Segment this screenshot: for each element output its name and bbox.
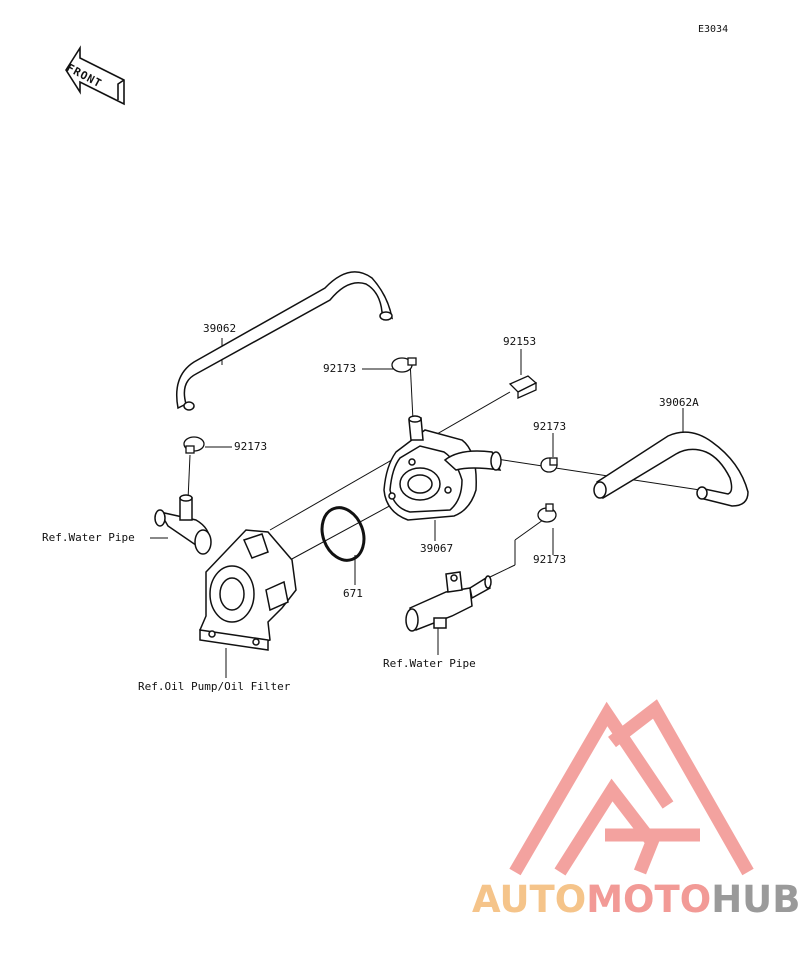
clamp-right-bottom-icon [537, 503, 557, 523]
ref-label-water-pipe-right: Ref.Water Pipe [383, 657, 476, 670]
oil-pump-housing [199, 529, 297, 651]
diagram-code: E3034 [698, 24, 729, 35]
part-label-oil-cooler: 39067 [420, 542, 454, 555]
part-label-clamp-right-bottom: 92173 [533, 553, 567, 566]
part-label-hose-side: 39062A [659, 396, 699, 409]
leader-lines [150, 338, 701, 678]
ref-label-water-pipe-left: Ref.Water Pipe [42, 531, 135, 544]
watermark-moto: MOTO [586, 878, 712, 921]
oil-cooler [383, 415, 502, 521]
watermark-brand: AUTOMOTOHUB [472, 880, 800, 920]
o-ring-icon [320, 506, 366, 562]
part-label-clamp-top: 92173 [323, 362, 357, 375]
part-label-clamp-right-top: 92173 [533, 420, 567, 433]
clamp-top-icon [391, 357, 417, 373]
watermark-auto: AUTO [472, 878, 587, 921]
water-pipe-left [154, 494, 212, 555]
watermark-logo-icon [509, 699, 754, 876]
front-arrow-icon [65, 45, 125, 106]
clamp-right-top-icon [540, 457, 558, 473]
part-label-hose-main: 39062 [203, 322, 237, 335]
water-pipe-right [405, 571, 492, 632]
part-label-clamp-left: 92173 [234, 440, 268, 453]
hose-main [176, 271, 394, 411]
part-label-o-ring: 671 [343, 587, 363, 600]
ref-label-oil-pump-filter: Ref.Oil Pump/Oil Filter [138, 680, 291, 693]
hose-side [593, 431, 749, 507]
bolt-icon [508, 375, 538, 400]
clamp-left-icon [183, 436, 205, 454]
part-label-bolt: 92153 [503, 335, 537, 348]
watermark-hub: HUB [711, 878, 800, 921]
